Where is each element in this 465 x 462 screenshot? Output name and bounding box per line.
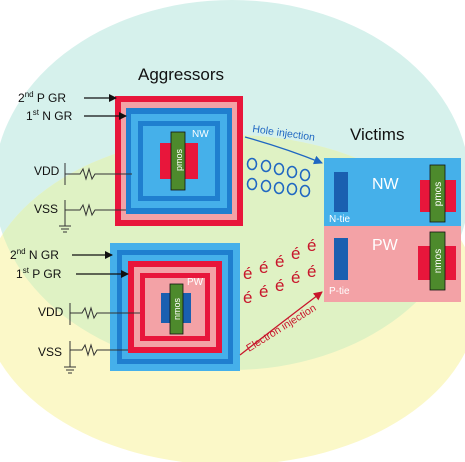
electron-carrier: é xyxy=(275,252,284,271)
victim-pw-label: PW xyxy=(372,237,399,254)
nw-well-label: NW xyxy=(192,129,209,140)
vss-bottom-ground-icon xyxy=(64,363,76,374)
victim-nw-block: N-tie NW pmos xyxy=(324,158,461,226)
hole-carrier xyxy=(246,177,258,191)
n-tie-label: N-tie xyxy=(329,214,351,225)
pmos-gate xyxy=(170,131,186,191)
electron-carrier: é xyxy=(243,264,252,283)
electron-carrier: é xyxy=(259,258,268,277)
vdd-top-resistor xyxy=(64,163,132,185)
p-tie-contact xyxy=(334,238,348,280)
top-labels: 2nd P GR 1st N GR VDD VSS xyxy=(18,90,73,216)
electron-carrier: é xyxy=(275,276,284,295)
electron-carrier: é xyxy=(259,282,268,301)
electron-carrier: é xyxy=(291,244,300,263)
pw-well-label: PW xyxy=(187,277,204,288)
first-p-gr-label: 1st P GR xyxy=(16,266,62,281)
vss-bottom-label: VSS xyxy=(38,345,62,359)
electron-carrier: é xyxy=(307,262,316,281)
vss-top-resistor xyxy=(64,200,126,222)
pointer-arrows xyxy=(72,94,129,278)
p-tie-label: P-tie xyxy=(329,286,350,297)
hole-injection-arrow xyxy=(244,136,323,165)
vss-top-ground-icon xyxy=(59,222,71,233)
second-n-gr-label: 2nd N GR xyxy=(10,247,59,262)
victims-heading: Victims xyxy=(350,125,404,144)
electron-carrier: é xyxy=(307,236,316,255)
vdd-bottom-label: VDD xyxy=(38,305,64,319)
victim-pw-block: P-tie PW nmos xyxy=(324,226,461,302)
bottom-labels: 2nd N GR 1st P GR VDD VSS xyxy=(10,247,64,359)
hole-carrier xyxy=(299,184,311,198)
vdd-bottom-resistor xyxy=(69,303,140,325)
aggressor-nw-block: pmos NW xyxy=(115,96,243,226)
vss-bottom-connection xyxy=(64,341,128,374)
hole-carrier xyxy=(286,182,298,196)
hole-carrier xyxy=(273,162,285,176)
second-p-gr-label: 2nd P GR xyxy=(18,90,66,105)
victim-pmos-label: pmos xyxy=(433,182,444,206)
victim-nmos-label: nmos xyxy=(433,249,444,273)
vdd-top-label: VDD xyxy=(34,164,60,178)
vss-top-label: VSS xyxy=(34,202,58,216)
vdd-bottom-connection xyxy=(69,303,140,325)
vdd-top-connection xyxy=(64,163,132,185)
victim-nw-label: NW xyxy=(372,176,400,193)
n-tie-contact xyxy=(334,172,348,212)
nmos-device-label: nmos xyxy=(172,298,182,321)
electron-carrier: é xyxy=(291,268,300,287)
vss-bottom-resistor xyxy=(69,341,128,363)
hole-carrier xyxy=(286,165,298,179)
victim-nmos-gate xyxy=(429,231,446,291)
pmos-device-label: pmos xyxy=(174,149,184,172)
nmos-gate xyxy=(169,283,184,335)
hole-carrier xyxy=(273,181,285,195)
hole-carrier xyxy=(246,157,258,171)
electron-carrier: é xyxy=(243,288,252,307)
hole-carriers xyxy=(246,157,311,198)
vss-top-connection xyxy=(59,200,126,233)
hole-carrier xyxy=(299,168,311,182)
electron-carriers: é é é é é é é é é é xyxy=(243,236,316,307)
aggressor-pw-block: nmos PW xyxy=(110,243,240,371)
hole-carrier xyxy=(260,159,272,173)
hole-carrier xyxy=(260,179,272,193)
aggressors-heading: Aggressors xyxy=(138,65,224,84)
first-n-gr-label: 1st N GR xyxy=(26,108,73,123)
electron-injection-arrow xyxy=(239,291,323,356)
victim-pmos-gate xyxy=(429,164,446,223)
